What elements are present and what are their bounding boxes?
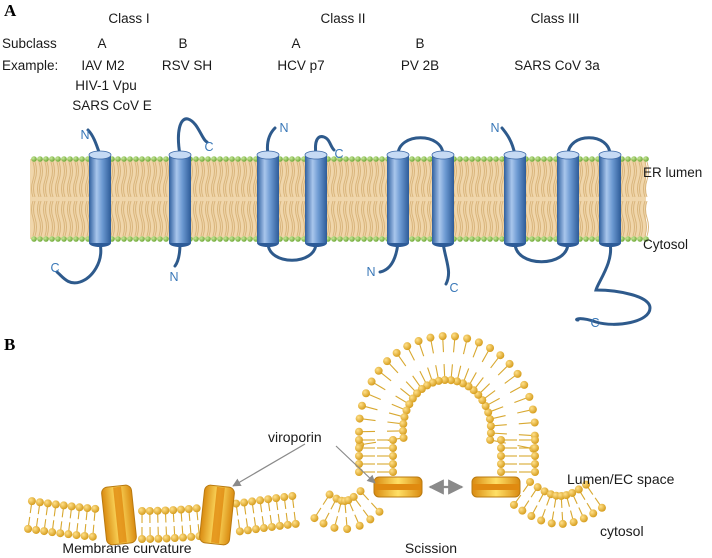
- helix-pv-2b-1: [386, 150, 410, 247]
- arrow-to-neck-viroporin: [335, 445, 376, 484]
- viroporin-neck-right: [471, 476, 521, 498]
- viroporin-neck-left: [373, 476, 423, 498]
- loop-hcv-c: [314, 135, 336, 157]
- loop-rsv-c: [176, 117, 209, 157]
- panel-b-letter: B: [4, 335, 15, 354]
- rsv-c-terminus: C: [204, 140, 213, 154]
- cytosol-label: Cytosol: [643, 237, 688, 252]
- loop-pv-c: [441, 241, 450, 286]
- loop-3a-lumen: [566, 136, 612, 157]
- loop-pv-n: [378, 241, 400, 274]
- helix-pv-2b-2: [431, 150, 455, 247]
- helix-3a-2: [556, 150, 580, 247]
- helix-hcv-p7-2: [304, 150, 328, 247]
- rsv-n-terminus: N: [169, 270, 178, 284]
- transmembrane-helices: [88, 150, 622, 247]
- iav-c-terminus: C: [50, 261, 59, 275]
- arrow-to-left-viroporin: [232, 443, 306, 487]
- loop-hcv-cyto: [266, 241, 318, 262]
- subclass-label: Subclass: [2, 36, 57, 51]
- class-label-3: Class III: [531, 11, 580, 26]
- loop-3a-c: [575, 241, 652, 326]
- pv-n-terminus: N: [366, 265, 375, 279]
- membrane-core: [30, 159, 646, 239]
- class-label-1: Class I: [108, 11, 149, 26]
- subclass-1: A: [97, 36, 106, 51]
- helix-3a-1: [503, 150, 527, 247]
- loops: [55, 117, 652, 326]
- helix-3a-3: [598, 150, 622, 247]
- helix-iav-m2: [88, 150, 112, 247]
- class-label-2: Class II: [320, 11, 365, 26]
- er-lumen-label: ER lumen: [643, 165, 702, 180]
- iav-n-terminus: N: [80, 128, 89, 142]
- caption-membrane-curvature: Membrane curvature: [62, 540, 191, 556]
- viroporin-label: viroporin: [268, 429, 322, 445]
- viroporin-left-1: [101, 484, 137, 546]
- example-pv-2b: PV 2B: [401, 58, 439, 73]
- 3a-c-terminus: C: [590, 316, 599, 330]
- cytosol-b-label: cytosol: [600, 523, 644, 539]
- example-sars-cov-e: SARS CoV E: [72, 98, 152, 113]
- loop-3a-cyto: [513, 241, 570, 264]
- subclass-3: A: [291, 36, 300, 51]
- example-rsv-sh: RSV SH: [162, 58, 212, 73]
- loop-pv-lumen: [396, 136, 445, 157]
- lumen-ec-label: Lumen/EC space: [567, 471, 675, 487]
- example-hiv-vpu: HIV-1 Vpu: [75, 78, 137, 93]
- subclass-4: B: [415, 36, 424, 51]
- example-iav-m2: IAV M2: [81, 58, 124, 73]
- panel-a-letter: A: [4, 1, 17, 20]
- 3a-n-terminus: N: [490, 121, 499, 135]
- helix-hcv-p7-1: [256, 150, 280, 247]
- caption-scission: Scission: [405, 540, 457, 556]
- subclass-2: B: [178, 36, 187, 51]
- example-sars-cov-3a: SARS CoV 3a: [514, 58, 600, 73]
- hcv-n-terminus: N: [279, 121, 288, 135]
- loop-iav-c: [55, 241, 103, 285]
- example-label: Example:: [2, 58, 58, 73]
- viroporin-left-2: [199, 484, 235, 546]
- helix-rsv-sh: [168, 150, 192, 247]
- example-hcv-p7: HCV p7: [277, 58, 324, 73]
- lipid-bilayer-b: [24, 332, 606, 543]
- hcv-c-terminus: C: [334, 147, 343, 161]
- pv-c-terminus: C: [449, 281, 458, 295]
- er-membrane: [30, 156, 649, 242]
